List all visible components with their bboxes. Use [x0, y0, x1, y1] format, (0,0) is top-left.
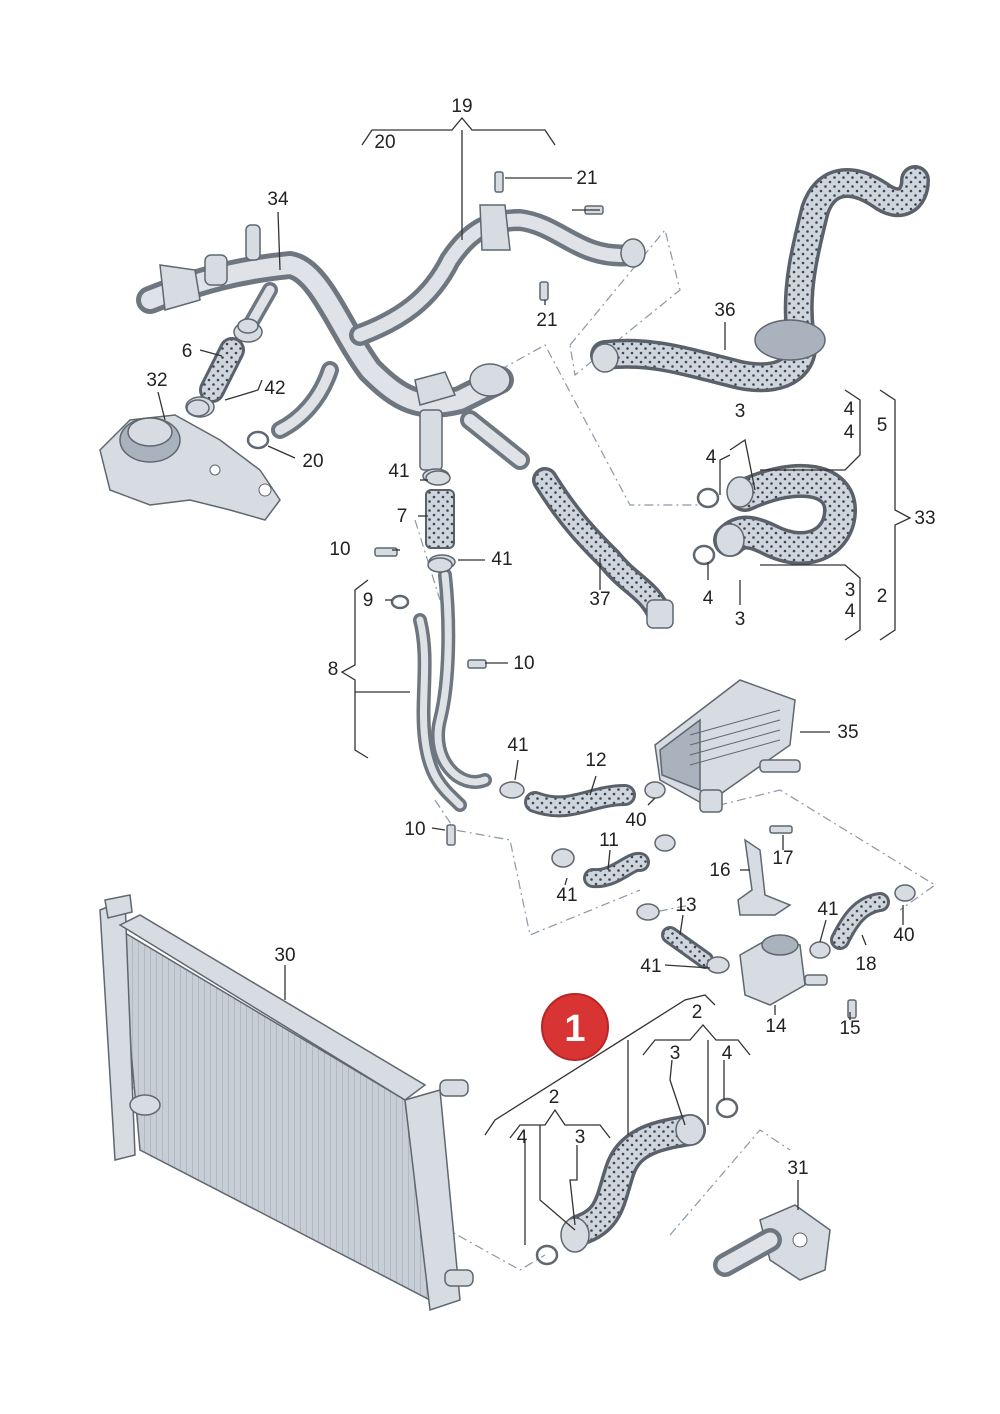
label-10-b: 10: [513, 653, 534, 674]
thermostat-housing-32: [99, 414, 281, 521]
label-14: 14: [765, 1016, 787, 1037]
label-41-f: 41: [640, 956, 661, 977]
part-labels: 19 20 21 21 34 6 42 32 20 36 3 4 4 5 33 …: [146, 96, 935, 1179]
main-coolant-pipe: [136, 204, 646, 471]
lower-hose-2: [535, 1097, 739, 1266]
callout-number: 1: [564, 1008, 585, 1050]
label-20-left: 20: [302, 451, 323, 472]
label-6: 6: [182, 341, 193, 362]
label-34: 34: [267, 189, 289, 210]
label-4-c: 4: [706, 447, 717, 468]
label-18: 18: [855, 954, 876, 975]
leader-lines: [157, 116, 912, 1245]
label-17: 17: [772, 848, 793, 869]
hose-11: [583, 852, 650, 889]
label-3-e: 3: [670, 1043, 681, 1064]
label-3-f: 3: [575, 1127, 586, 1148]
label-35: 35: [837, 722, 858, 743]
label-33: 33: [914, 508, 935, 529]
label-41-b: 41: [491, 549, 512, 570]
pipe-8: [413, 568, 492, 812]
label-40-a: 40: [625, 810, 646, 831]
label-41-a: 41: [388, 461, 409, 482]
label-9: 9: [363, 590, 374, 611]
label-21-bottom: 21: [536, 310, 557, 331]
label-2-a: 2: [877, 586, 888, 607]
label-12: 12: [585, 750, 606, 771]
label-4-a: 4: [844, 399, 855, 420]
hose-assembly-33: [692, 463, 858, 566]
label-2-c: 2: [549, 1087, 560, 1108]
label-3-b: 3: [845, 580, 856, 601]
label-30: 30: [274, 945, 295, 966]
hose-clamps: [186, 318, 916, 974]
label-41-e: 41: [817, 899, 838, 920]
flange-31: [713, 1204, 831, 1281]
label-37: 37: [589, 589, 610, 610]
label-10-c: 10: [404, 819, 425, 840]
label-36: 36: [714, 300, 735, 321]
hose-12: [524, 784, 636, 818]
label-13: 13: [675, 895, 696, 916]
hose-37: [532, 467, 674, 629]
label-41-d: 41: [556, 885, 577, 906]
pump-14: [739, 934, 828, 1006]
label-31: 31: [787, 1158, 808, 1179]
label-4-b: 4: [844, 422, 855, 443]
label-4-d: 4: [845, 601, 856, 622]
label-5: 5: [877, 415, 888, 436]
label-19: 19: [451, 96, 472, 117]
hose-18: [830, 892, 890, 950]
label-20-top: 20: [374, 132, 395, 153]
label-7: 7: [397, 506, 408, 527]
label-4-g: 4: [517, 1127, 528, 1148]
hose-13: [661, 926, 714, 969]
hose-36: [590, 165, 930, 393]
label-2-b: 2: [692, 1002, 703, 1023]
o-ring-20: [246, 430, 270, 450]
label-40-b: 40: [893, 925, 914, 946]
label-3-c: 3: [735, 609, 746, 630]
label-21-top: 21: [576, 168, 597, 189]
label-8: 8: [328, 659, 339, 680]
label-4-f: 4: [722, 1043, 733, 1064]
label-15: 15: [839, 1018, 860, 1039]
label-42: 42: [264, 378, 285, 399]
bracket-16: [737, 838, 792, 916]
callout-badge: 1: [541, 993, 609, 1061]
label-11: 11: [599, 830, 619, 851]
label-4-e: 4: [703, 588, 714, 609]
oil-cooler-35: [654, 679, 801, 813]
label-32: 32: [146, 370, 167, 391]
label-10-a: 10: [329, 539, 350, 560]
radiator-30: [99, 894, 474, 1312]
label-3-a: 3: [735, 401, 746, 422]
label-16: 16: [709, 860, 730, 881]
label-41-c: 41: [507, 735, 528, 756]
